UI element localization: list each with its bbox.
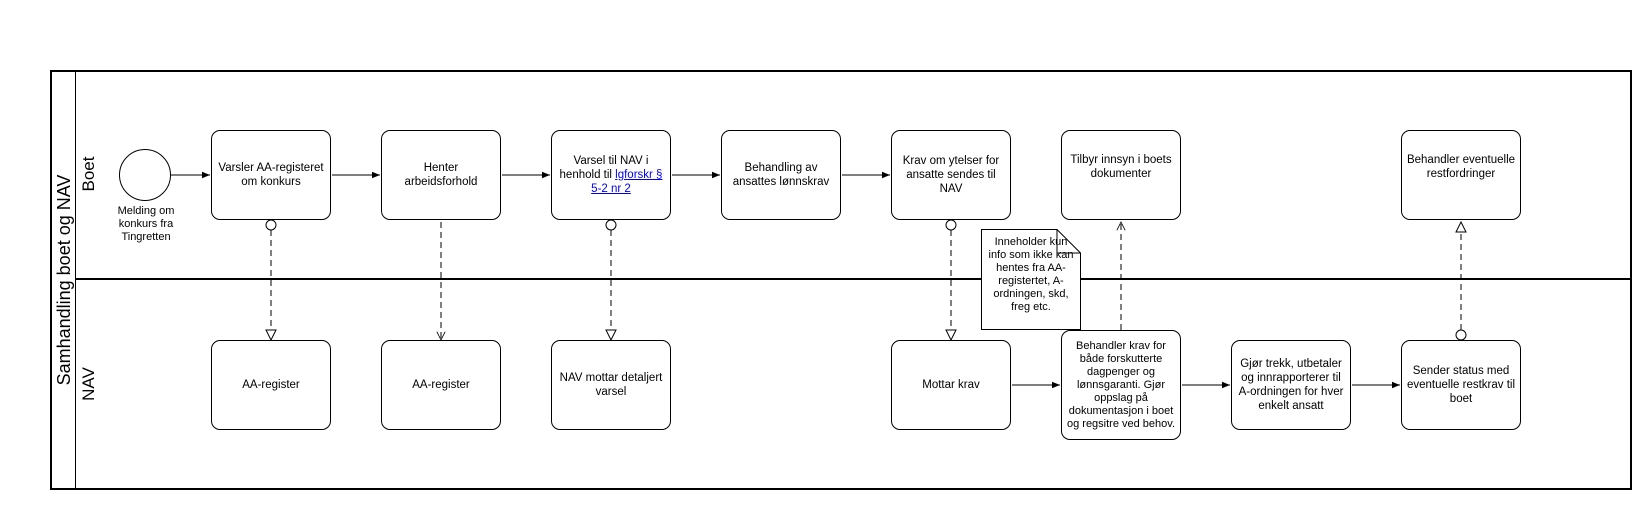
task-label: Behandling av ansattes lønnskrav xyxy=(732,162,830,188)
annotation-text: Inneholder kun info som ikke kan hentes … xyxy=(988,236,1074,313)
task-varsel-til-nav[interactable]: Varsel til NAV i henhold til lgforskr § … xyxy=(551,130,671,220)
task-behandler-restfordringer[interactable]: Behandler eventuelle restfordringer xyxy=(1401,130,1521,220)
pool xyxy=(50,70,1632,490)
task-aa-register-2[interactable]: AA-register xyxy=(381,340,501,430)
task-gjor-trekk[interactable]: Gjør trekk, utbetaler og innrapporterer … xyxy=(1231,340,1351,430)
task-krav-om-ytelser[interactable]: Krav om ytelser for ansatte sendes til N… xyxy=(891,130,1011,220)
msgflow-origin-krav xyxy=(945,219,957,231)
msgflow-origin-sender xyxy=(1455,329,1467,341)
task-tilbyr-innsyn[interactable]: Tilbyr innsyn i boets dokumenter xyxy=(1061,130,1181,220)
task-label: Varsel til NAV i henhold til xyxy=(559,155,649,181)
msgflow-origin-varsler xyxy=(265,219,277,231)
task-label: Gjør trekk, utbetaler og innrapporterer … xyxy=(1238,358,1344,412)
task-label: Krav om ytelser for ansatte sendes til N… xyxy=(902,155,1000,195)
data-object-shape xyxy=(981,229,1081,330)
task-label: Henter arbeidsforhold xyxy=(404,162,478,188)
msgflow-origin-varsel xyxy=(605,219,617,231)
lane-divider xyxy=(76,278,1632,280)
task-label: Mottar krav xyxy=(922,379,980,391)
task-mottar-krav[interactable]: Mottar krav xyxy=(891,340,1011,430)
task-varsler-aa-registeret[interactable]: Varsler AA-registeret om konkurs xyxy=(211,130,331,220)
data-object-annotation: Inneholder kun info som ikke kan hentes … xyxy=(981,229,1081,330)
task-sender-status[interactable]: Sender status med eventuelle restkrav ti… xyxy=(1401,340,1521,430)
task-label: AA-register xyxy=(242,379,300,391)
task-label: Varsler AA-registeret om konkurs xyxy=(218,162,324,188)
task-henter-arbeidsforhold[interactable]: Henter arbeidsforhold xyxy=(381,130,501,220)
task-nav-mottar-varsel[interactable]: NAV mottar detaljert varsel xyxy=(551,340,671,430)
regulation-link[interactable]: lgforskr § 5-2 nr 2 xyxy=(591,169,663,195)
task-label: Tilbyr innsyn i boets dokumenter xyxy=(1070,154,1172,180)
task-label: Sender status med eventuelle restkrav ti… xyxy=(1406,365,1516,405)
task-label-compound: Varsel til NAV i henhold til lgforskr § … xyxy=(556,154,666,196)
start-event[interactable] xyxy=(119,149,171,201)
task-aa-register-1[interactable]: AA-register xyxy=(211,340,331,430)
task-label: Behandler eventuelle restfordringer xyxy=(1406,154,1516,180)
task-behandler-krav[interactable]: Behandler krav for både forskutterte dag… xyxy=(1061,330,1181,440)
start-event-label: Melding om konkurs fra Tingretten xyxy=(117,205,175,243)
task-behandling-lonnskrav[interactable]: Behandling av ansattes lønnskrav xyxy=(721,130,841,220)
task-label: NAV mottar detaljert varsel xyxy=(559,372,663,398)
task-label: AA-register xyxy=(412,379,470,391)
task-label: Behandler krav for både forskutterte dag… xyxy=(1066,339,1176,430)
pool-label-column xyxy=(50,70,76,490)
